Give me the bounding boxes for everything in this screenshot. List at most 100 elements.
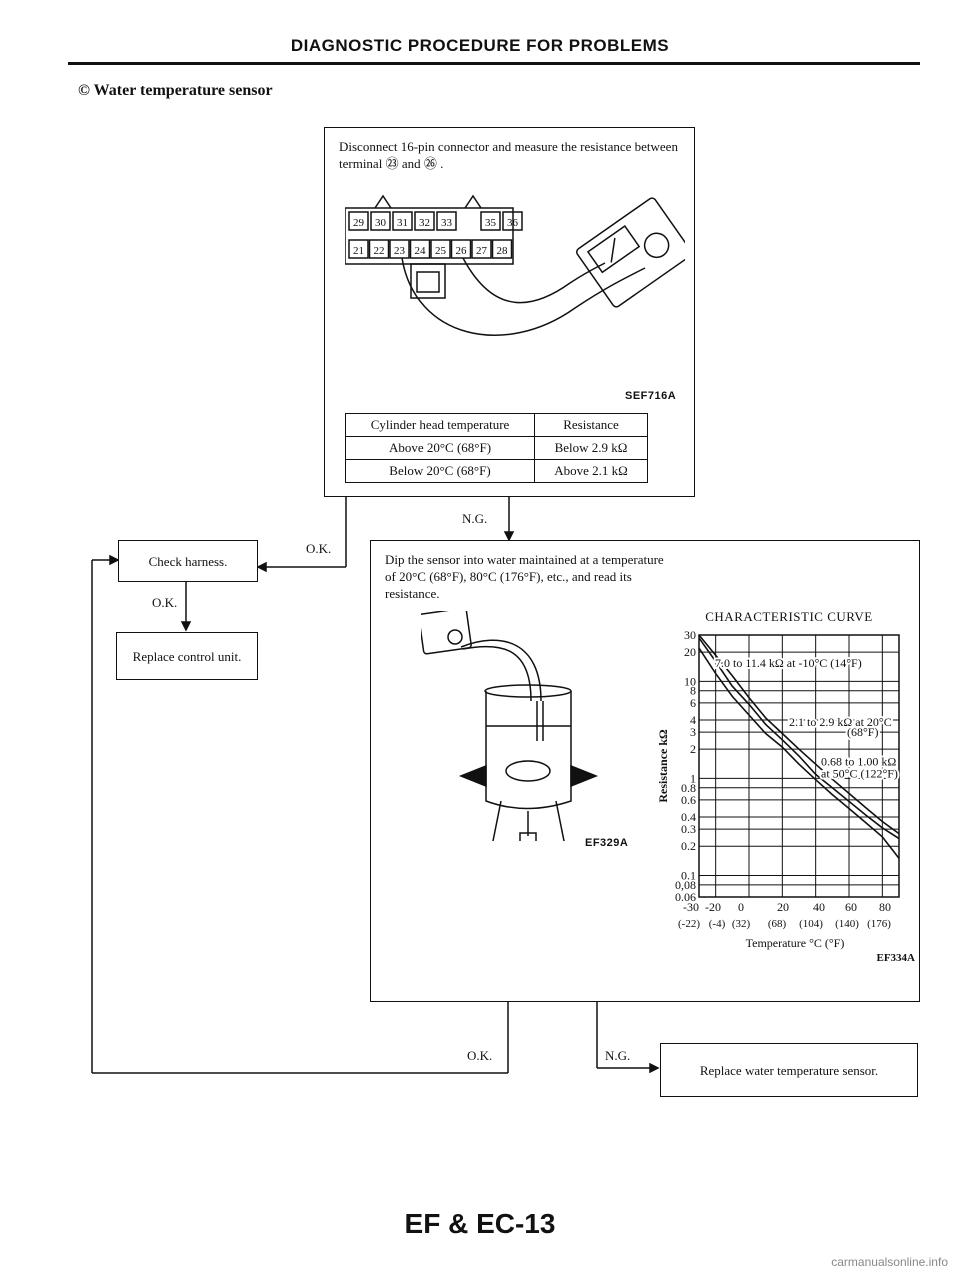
y-tick-label: 2 [690,742,696,756]
figure-code-ef329a: EF329A [585,837,629,849]
multimeter [576,197,685,308]
y-tick-label: 0,08 [675,878,696,892]
sensor-leads [460,639,542,702]
x-tick-label-fahrenheit: (140) [835,918,859,930]
connector-pin [414,211,435,231]
table-row: Below 20°C (68°F) Above 2.1 kΩ [345,459,648,483]
connector-pin [502,211,523,231]
connector-pin-label: 29 [353,217,365,229]
connector-pin-label: 27 [476,245,488,257]
y-tick-label: 0.4 [681,810,696,824]
stand-left [458,764,487,788]
connector-pin [368,239,390,259]
replace-sensor-text: Replace water temperature sensor. [699,1062,879,1078]
chart-title: CHARACTERISTIC CURVE [705,609,873,624]
section-title-text: Water temperature sensor [93,82,273,99]
step2-box: Dip the sensor into water maintained at … [370,540,920,1002]
heater-coil [505,760,551,782]
table-cell: Above 2.1 kΩ [534,459,648,483]
x-tick-label: 80 [879,900,891,914]
connector-pin-label: 31 [397,217,408,229]
table-cell: Below 2.9 kΩ [534,436,648,460]
page-header: DIAGNOSTIC PROCEDURE FOR PROBLEMS [290,36,670,55]
connector-pin [430,239,451,259]
chart-annotation: (68°F) [847,725,878,739]
connector-pin-label: 32 [419,217,430,229]
flow-ng-label-2: N.G. [605,1048,631,1063]
x-tick-label: 60 [845,900,857,914]
y-tick-label: 6 [690,696,696,710]
y-tick-label: 0.8 [681,781,696,795]
burner [519,832,537,841]
connector-pin [348,239,369,259]
connector-pin-label: 23 [394,245,406,257]
table-cell: Above 20°C (68°F) [345,436,535,460]
connector-pin-label: 22 [374,245,385,257]
connector-drawing [345,194,685,336]
connector-pin [436,211,457,231]
replace-sensor-box: Replace water temperature sensor. [660,1043,918,1097]
stand-legs [492,800,565,841]
flow-ng-label-1: N.G. [462,511,488,526]
multimeter-needle [610,237,616,263]
connector-pin [480,211,501,231]
x-tick-label: -30 [683,900,699,914]
resistance-spec-table: Cylinder head temperature Resistance Abo… [345,413,648,483]
table-header-cell: Cylinder head temperature [345,413,535,437]
chart-annotation: at 50°C (122°F) [821,767,898,781]
x-tick-label-fahrenheit: (-4) [709,918,726,930]
connector-pin-label: 28 [497,245,509,257]
connector-pin-label: 30 [375,217,387,229]
y-tick-label: 30 [684,628,696,642]
ohmmeter-body [421,611,472,655]
y-tick-label: 8 [690,684,696,698]
characteristic-curve-line [698,634,900,835]
step1-instruction: Disconnect 16-pin connector and measure … [339,139,678,171]
x-tick-label-fahrenheit: (32) [732,918,751,930]
sensor-in-water-illustration [421,611,599,841]
x-tick-label: 20 [777,900,789,914]
replace-control-unit-box: Replace control unit. [116,632,258,680]
x-tick-label: -20 [705,900,721,914]
figure-code-sef716a: SEF716A [625,390,677,402]
connector-pin-label: 33 [441,217,453,229]
connector-pin-label: 24 [415,245,427,257]
figure-code-ef334a: EF334A [877,952,916,964]
connector-pin-label: 25 [435,245,447,257]
chart-annotation: 2.1 to 2.9 kΩ at 20°C [789,715,892,729]
replace-control-unit-text: Replace control unit. [132,648,242,664]
step1-box: Disconnect 16-pin connector and measure … [324,127,695,497]
chart-annotation: 7.0 to 11.4 kΩ at -10°C (14°F) [715,656,862,670]
x-tick-label: 0 [738,900,744,914]
check-harness-box: Check harness. [118,540,258,582]
probe-lead [462,257,606,304]
y-tick-label: 0.1 [681,868,696,882]
connector-pin [491,239,513,259]
header-rule [68,62,920,65]
check-harness-text: Check harness. [148,553,228,569]
x-axis-label: Temperature °C (°F) [746,936,845,950]
connector-pin-label: 21 [353,245,364,257]
multimeter-body [576,197,685,308]
section-marker: © [78,82,90,99]
connector-pin-label: 36 [507,217,519,229]
ohmmeter-dial [447,629,463,645]
table-header-row: Cylinder head temperature Resistance [345,413,648,437]
table-header-cell: Resistance [534,413,648,437]
connector-pin [392,211,413,231]
y-tick-label: 4 [690,713,696,727]
beaker-drawing [421,611,599,841]
y-tick-label: 3 [690,725,696,739]
x-tick-label-fahrenheit: (68) [768,918,787,930]
characteristic-curve-line [698,647,900,859]
characteristic-curve-chart: CHARACTERISTIC CURVE3020108643210.80.60.… [656,609,916,964]
connector-pin [348,211,369,231]
watermark: carmanualsonline.info [831,1255,948,1269]
y-axis-label: Resistance kΩ [656,729,670,803]
chart-annotation: 0.68 to 1.00 kΩ [821,754,896,768]
y-tick-label: 0.06 [675,890,696,904]
beaker-rim [484,684,572,698]
connector-lock [410,263,446,299]
multimeter-display [586,225,641,274]
connector-lock-inner [416,271,440,293]
